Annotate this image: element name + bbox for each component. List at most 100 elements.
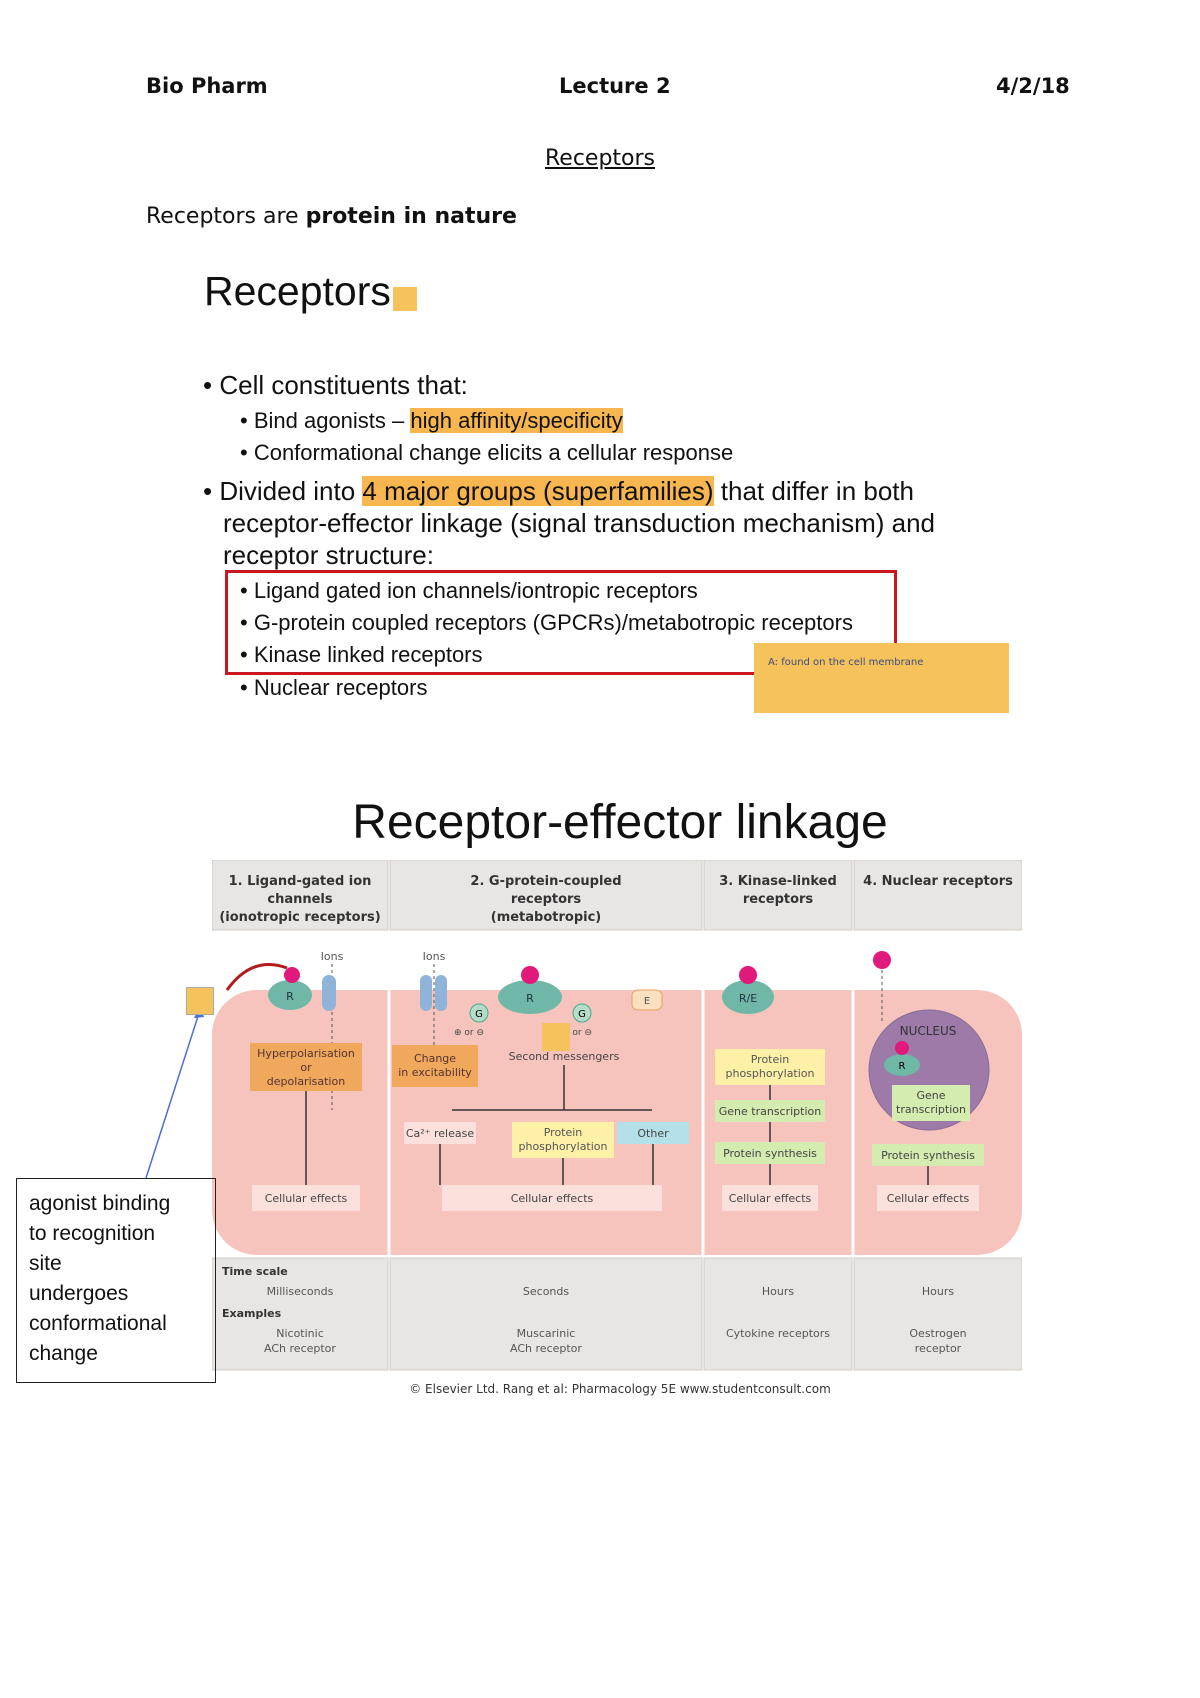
col1-header-l3: (ionotropic receptors) (219, 910, 380, 925)
sub-bullet-bind: • Bind agonists – high affinity/specific… (240, 408, 623, 433)
receptor-effector-label: R/E (739, 992, 757, 1005)
hyper-l1: Hyperpolarisation (257, 1047, 355, 1060)
examples-label: Examples (222, 1307, 282, 1320)
time-col2: Seconds (523, 1285, 569, 1298)
sub-bullet-text: Bind agonists – (253, 408, 411, 433)
time-col4: Hours (922, 1285, 954, 1298)
bullet-divided: • Divided into 4 major groups (superfami… (203, 476, 914, 506)
intro-bold: protein in nature (305, 204, 517, 229)
time-col3: Hours (762, 1285, 794, 1298)
annotation-line: site (29, 1252, 62, 1275)
protein-synthesis-2: Protein synthesis (881, 1149, 975, 1162)
group-text: G-protein coupled receptors (GPCRs)/meta… (253, 610, 853, 635)
protein-phos-l1: Protein (544, 1126, 583, 1139)
cellular-effects-3: Cellular effects (729, 1192, 812, 1205)
plus-minus-1: ⊕ or ⊖ (454, 1028, 484, 1038)
receptor-effector-diagram: 1. Ligand-gated ion channels (ionotropic… (212, 860, 1022, 1371)
ion-channel-icon (322, 975, 336, 1011)
highlight-affinity: high affinity/specificity (410, 408, 623, 433)
second-messengers: Second messengers (509, 1050, 620, 1063)
sticky-note-text: A: found on the cell membrane (768, 657, 924, 668)
group-item: • Ligand gated ion channels/iontropic re… (240, 578, 698, 603)
example-col2-l1: Muscarinic (517, 1327, 576, 1340)
figure-caption: © Elsevier Ltd. Rang et al: Pharmacology… (409, 1382, 831, 1396)
example-col4-l1: Oestrogen (909, 1327, 966, 1340)
comment-marker[interactable] (393, 287, 417, 311)
receptor-icon (268, 980, 312, 1010)
comment-marker[interactable] (186, 987, 214, 1015)
comment-marker[interactable] (542, 1023, 570, 1051)
g-protein-label-2: G (578, 1009, 586, 1020)
example-col2-l2: ACh receptor (510, 1342, 582, 1355)
annotation-line: change (29, 1342, 98, 1365)
time-col1: Milliseconds (267, 1285, 334, 1298)
hyper-l2: or (300, 1061, 312, 1074)
intro-text: Receptors are (146, 204, 306, 229)
ions-label-2: Ions (423, 950, 446, 963)
bullet-text: Cell constituents that: (219, 370, 468, 400)
intro-sentence: Receptors are protein in nature (146, 204, 517, 229)
effector-label: E (644, 996, 650, 1007)
col2-header-l3: (metabotropic) (491, 910, 602, 925)
col2-header-l2: receptors (511, 892, 582, 907)
plus-minus-2: ⊕ or ⊖ (562, 1028, 592, 1038)
protein-phos-l2: phosphorylation (519, 1140, 608, 1153)
header-course: Bio Pharm (146, 74, 268, 98)
slide1-title: Receptors (204, 268, 391, 314)
slide2-title: Receptor-effector linkage (352, 796, 888, 849)
col3-header-l2: receptors (743, 892, 814, 907)
sticky-note[interactable]: A: found on the cell membrane (754, 643, 1009, 713)
sub-bullet-conformational: • Conformational change elicits a cellul… (240, 440, 734, 465)
col4-header-l1: 4. Nuclear receptors (863, 874, 1013, 889)
example-col1-l1: Nicotinic (276, 1327, 324, 1340)
receptor-label-2: R (526, 992, 534, 1005)
annotation-line: agonist binding (29, 1192, 171, 1215)
example-col3: Cytokine receptors (726, 1327, 830, 1340)
document-title: Receptors (544, 146, 656, 171)
group-item: • Kinase linked receptors (240, 642, 483, 667)
group-text: Ligand gated ion channels/iontropic rece… (253, 578, 698, 603)
group-item: • G-protein coupled receptors (GPCRs)/me… (240, 610, 853, 635)
gene-trans-l1: Gene (916, 1089, 945, 1102)
annotation-line: undergoes (29, 1282, 129, 1305)
col2-header-l1: 2. G-protein-coupled (470, 874, 621, 889)
col1-header-l2: channels (267, 892, 333, 907)
change-l1: Change (414, 1052, 456, 1065)
hyper-l3: depolarisation (267, 1075, 345, 1088)
group-text: Kinase linked receptors (253, 642, 483, 667)
cellular-effects-2: Cellular effects (511, 1192, 594, 1205)
ions-label: Ions (321, 950, 344, 963)
bullet-divided-line2: receptor-effector linkage (signal transd… (223, 508, 935, 538)
nuclear-receptor-label: R (899, 1061, 906, 1072)
header-lecture: Lecture 2 (559, 74, 671, 98)
agonist-icon (284, 967, 300, 983)
example-col4-l2: receptor (915, 1342, 962, 1355)
annotation-line: conformational (29, 1312, 167, 1335)
highlight-groups: 4 major groups (superfamilies) (362, 476, 714, 506)
ca-release: Ca²⁺ release (406, 1127, 474, 1140)
annotation-line: to recognition (29, 1222, 156, 1245)
col3-header-l1: 3. Kinase-linked (719, 874, 837, 889)
time-scale-label: Time scale (222, 1265, 288, 1278)
other-label: Other (637, 1127, 669, 1140)
g-protein-label: G (475, 1009, 483, 1020)
cellular-effects-1: Cellular effects (265, 1192, 348, 1205)
binding-arrow-icon (225, 963, 288, 991)
nucleus-label: NUCLEUS (900, 1024, 957, 1038)
bullet-cell-constituents: • Cell constituents that: (203, 370, 468, 400)
example-col1-l2: ACh receptor (264, 1342, 336, 1355)
bullet-text: that differ in both (713, 476, 914, 506)
kinase-phos-l2: phosphorylation (726, 1067, 815, 1080)
cellular-effects-4: Cellular effects (887, 1192, 970, 1205)
receptor-label: R (286, 990, 294, 1003)
gene-trans-l2: transcription (896, 1103, 966, 1116)
kinase-phos-l1: Protein (751, 1053, 790, 1066)
group-text: Nuclear receptors (253, 675, 428, 700)
group-item: • Nuclear receptors (240, 675, 428, 700)
protein-synthesis: Protein synthesis (723, 1147, 817, 1160)
gene-transcription: Gene transcription (719, 1105, 822, 1118)
bullet-divided-line3: receptor structure: (223, 540, 434, 570)
sub-bullet-text: Conformational change elicits a cellular… (253, 440, 734, 465)
col1-header-l1: 1. Ligand-gated ion (229, 874, 372, 889)
red-outline-box (225, 570, 897, 675)
